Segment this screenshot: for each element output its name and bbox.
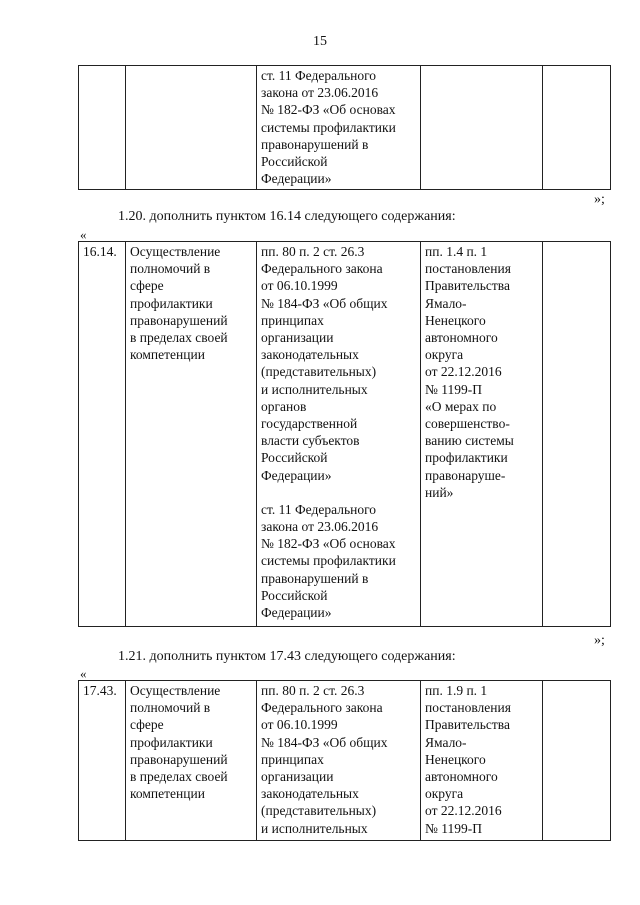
table-continuation: ст. 11 Федерального закона от 23.06.2016… [78,65,611,190]
amendment-text: 1.20. дополнить пунктом 16.14 следующего… [118,209,456,224]
cell-regional-act: пп. 1.9 п. 1 постановления Правительства… [420,680,543,841]
closing-quote: »; [594,633,605,648]
cell-note [542,241,611,627]
legal-basis-federal-182: ст. 11 Федерального закона от 23.06.2016… [261,501,396,621]
cell-legal-basis: ст. 11 Федерального закона от 23.06.2016… [256,65,421,190]
table-item-17-43: 17.43. Осуществление полномочий в сфере … [78,680,611,841]
table-row: 17.43. Осуществление полномочий в сфере … [78,680,611,841]
legal-basis-federal-184: пп. 80 п. 2 ст. 26.3 Федерального закона… [261,244,388,483]
cell-legal-basis: пп. 80 п. 2 ст. 26.3 Федерального закона… [256,241,421,627]
opening-quote: « [80,227,87,242]
opening-quote: « [80,666,87,681]
cell-regional-act [420,65,543,190]
cell-note [542,65,611,190]
cell-number: 16.14. [78,241,126,627]
page-number: 15 [313,34,327,49]
cell-activity: Осуществление полномочий в сфере профила… [125,680,257,841]
table-row: ст. 11 Федерального закона от 23.06.2016… [78,65,611,190]
cell-number [78,65,126,190]
cell-number: 17.43. [78,680,126,841]
closing-quote: »; [594,192,605,207]
cell-note [542,680,611,841]
cell-activity [125,65,257,190]
cell-activity: Осуществление полномочий в сфере профила… [125,241,257,627]
amendment-text: 1.21. дополнить пунктом 17.43 следующего… [118,649,456,664]
cell-legal-basis: пп. 80 п. 2 ст. 26.3 Федерального закона… [256,680,421,841]
table-item-16-14: 16.14. Осуществление полномочий в сфере … [78,241,611,627]
cell-regional-act: пп. 1.4 п. 1 постановления Правительства… [420,241,543,627]
table-row: 16.14. Осуществление полномочий в сфере … [78,241,611,627]
